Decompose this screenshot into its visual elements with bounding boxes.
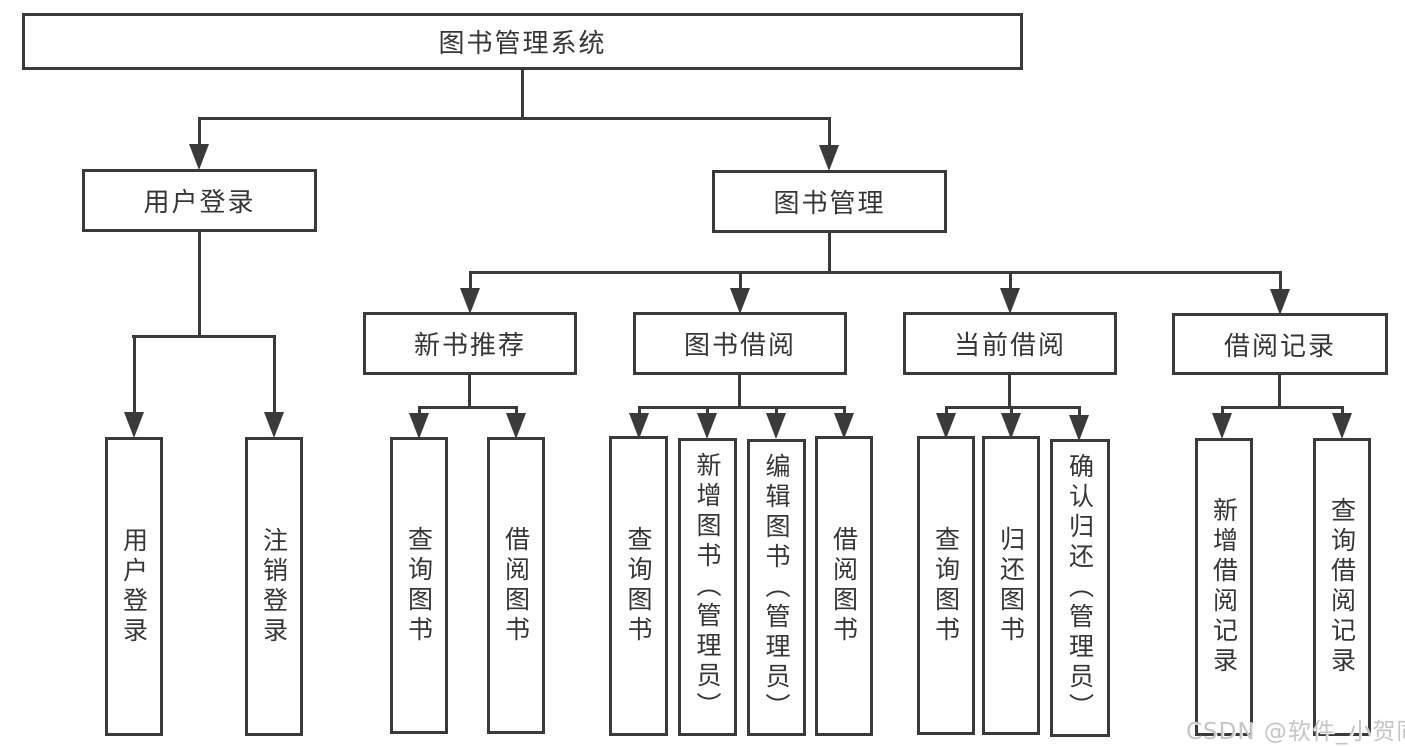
- node-borrowing-records: 借阅记录: [1172, 313, 1388, 375]
- connector-level2-rail: [198, 117, 831, 120]
- connector-level3-rail: [469, 271, 1281, 274]
- arrow-down-icon: [766, 406, 786, 439]
- arrow-down-icon: [1069, 406, 1089, 441]
- leaf-recommend-query-books: 查询图书: [390, 437, 448, 734]
- node-current-borrowing: 当前借阅: [903, 312, 1117, 375]
- connector-book-borrow-rail: [638, 406, 846, 409]
- leaf-current-query-books: 查询图书: [917, 436, 975, 735]
- leaf-current-return-books: 归还图书: [982, 436, 1040, 735]
- node-book-management: 图书管理: [712, 170, 947, 233]
- arrow-down-icon: [264, 335, 284, 438]
- arrow-down-icon: [819, 117, 839, 171]
- arrow-down-icon: [1001, 406, 1021, 439]
- leaf-logout: 注销登录: [245, 437, 303, 736]
- connector-new-book-rail: [418, 406, 518, 409]
- arrow-down-icon: [506, 406, 526, 439]
- leaf-record-query-borrow-record: 查询借阅记录: [1313, 438, 1371, 736]
- leaf-borrow-edit-books-admin: 编辑图书（管理员）: [747, 439, 806, 736]
- leaf-borrow-borrow-books: 借阅图书: [815, 436, 873, 736]
- node-user-login: 用户登录: [82, 169, 317, 232]
- connector-user-login-stub: [198, 232, 201, 338]
- leaf-recommend-borrow-books: 借阅图书: [487, 437, 545, 734]
- connector-book-borrow-stub: [738, 375, 741, 409]
- leaf-current-confirm-return-admin: 确认归还（管理员）: [1050, 439, 1110, 737]
- connector-root-stub: [521, 69, 524, 120]
- connector-current-borrow-rail: [945, 406, 1081, 409]
- node-book-borrowing: 图书借阅: [633, 312, 847, 375]
- connector-user-login-rail: [132, 335, 276, 338]
- arrow-down-icon: [124, 335, 144, 438]
- connector-borrow-record-rail: [1221, 406, 1344, 409]
- arrow-down-icon: [1212, 406, 1232, 439]
- arrow-down-icon: [460, 271, 480, 314]
- arrow-down-icon: [730, 271, 750, 314]
- leaf-borrow-query-books: 查询图书: [609, 436, 668, 736]
- csdn-watermark: CSDN @软件_小贺同学: [1186, 719, 1405, 745]
- node-root: 图书管理系统: [22, 13, 1023, 70]
- connector-current-borrow-stub: [1008, 375, 1011, 409]
- arrow-down-icon: [697, 406, 717, 439]
- connector-borrow-record-stub: [1278, 375, 1281, 409]
- arrow-down-icon: [936, 406, 956, 439]
- connector-new-book-stub: [468, 375, 471, 409]
- leaf-borrow-add-books-admin: 新增图书（管理员）: [678, 438, 737, 736]
- arrow-down-icon: [1332, 406, 1352, 439]
- arrow-down-icon: [834, 406, 854, 439]
- arrow-down-icon: [409, 406, 429, 439]
- leaf-user-login: 用户登录: [105, 437, 163, 736]
- arrow-down-icon: [1000, 271, 1020, 314]
- node-new-book-recommend: 新书推荐: [363, 312, 577, 375]
- leaf-record-add-borrow-record: 新增借阅记录: [1195, 438, 1253, 736]
- arrow-down-icon: [629, 406, 649, 439]
- arrow-down-icon: [1270, 271, 1290, 315]
- connector-book-mgmt-stub: [828, 233, 831, 274]
- arrow-down-icon: [189, 117, 209, 170]
